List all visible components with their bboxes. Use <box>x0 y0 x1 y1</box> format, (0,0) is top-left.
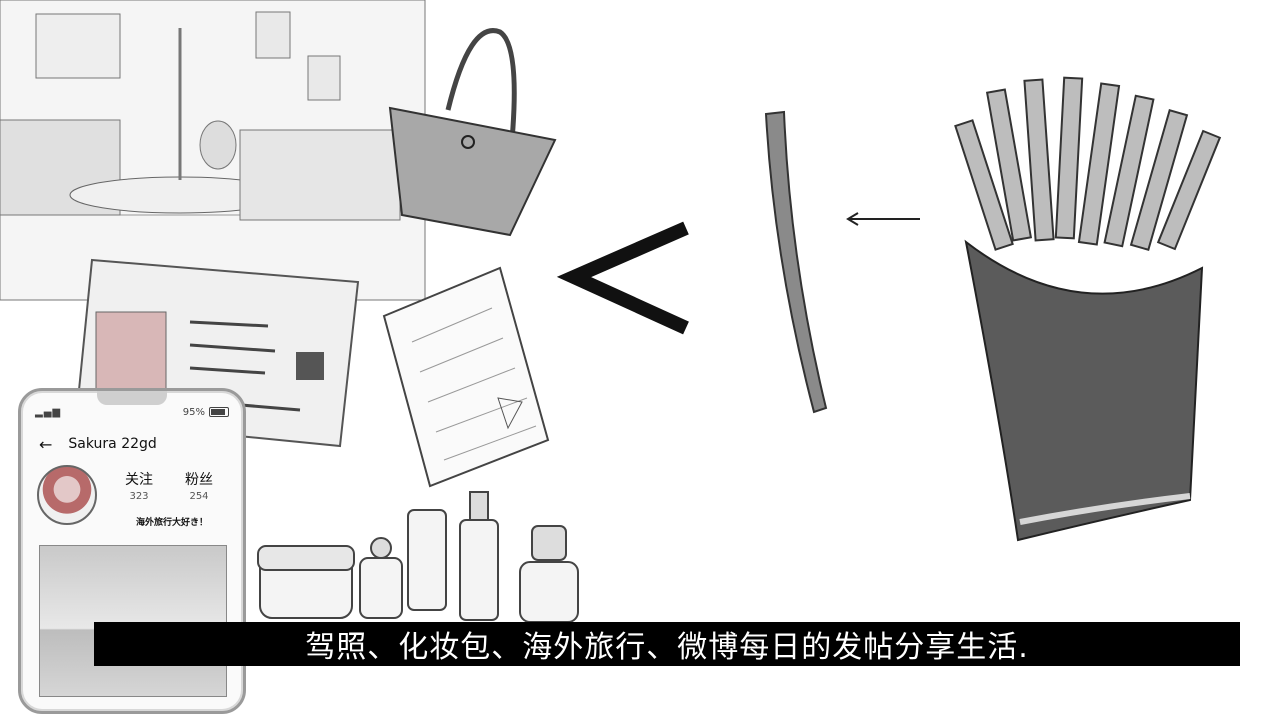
single-fry <box>764 110 828 414</box>
left-arrow-icon <box>846 212 920 226</box>
cosmetics <box>257 491 579 623</box>
profile-header: ← Sakura 22gd <box>39 433 225 455</box>
profile-username: Sakura 22gd <box>68 436 157 452</box>
battery-icon <box>209 407 229 417</box>
subtitle-text: 驾照、化妆包、海外旅行、微博每日的发帖分享生活. <box>305 630 1029 665</box>
stat-following[interactable]: 关注 323 <box>125 469 153 502</box>
stat-followers-label: 粉丝 <box>185 472 213 488</box>
battery-percentage: 95% <box>182 406 205 418</box>
notebook <box>382 266 550 488</box>
stat-followers-value: 254 <box>189 491 209 502</box>
stat-followers[interactable]: 粉丝 254 <box>185 469 213 502</box>
stat-following-value: 323 <box>129 491 149 502</box>
status-bar: ▂▄▆ 95% <box>35 405 229 419</box>
less-than-symbol <box>556 221 689 335</box>
profile-bio: 海外旅行大好き！ <box>135 518 208 528</box>
room-illustration <box>0 0 426 301</box>
profile-stats: 关注 323 粉丝 254 <box>109 469 229 502</box>
phone-notch <box>97 391 167 405</box>
handbag <box>388 28 557 237</box>
avatar[interactable] <box>37 465 97 525</box>
fries-carton <box>954 76 1222 542</box>
battery-group: 95% <box>183 407 229 418</box>
signal-icon: ▂▄▆ <box>35 406 62 418</box>
post-image[interactable] <box>39 545 227 697</box>
back-arrow-icon[interactable]: ← <box>39 434 53 454</box>
stat-following-label: 关注 <box>125 472 153 488</box>
subtitle-bar: 驾照、化妆包、海外旅行、微博每日的发帖分享生活. <box>94 622 1240 666</box>
